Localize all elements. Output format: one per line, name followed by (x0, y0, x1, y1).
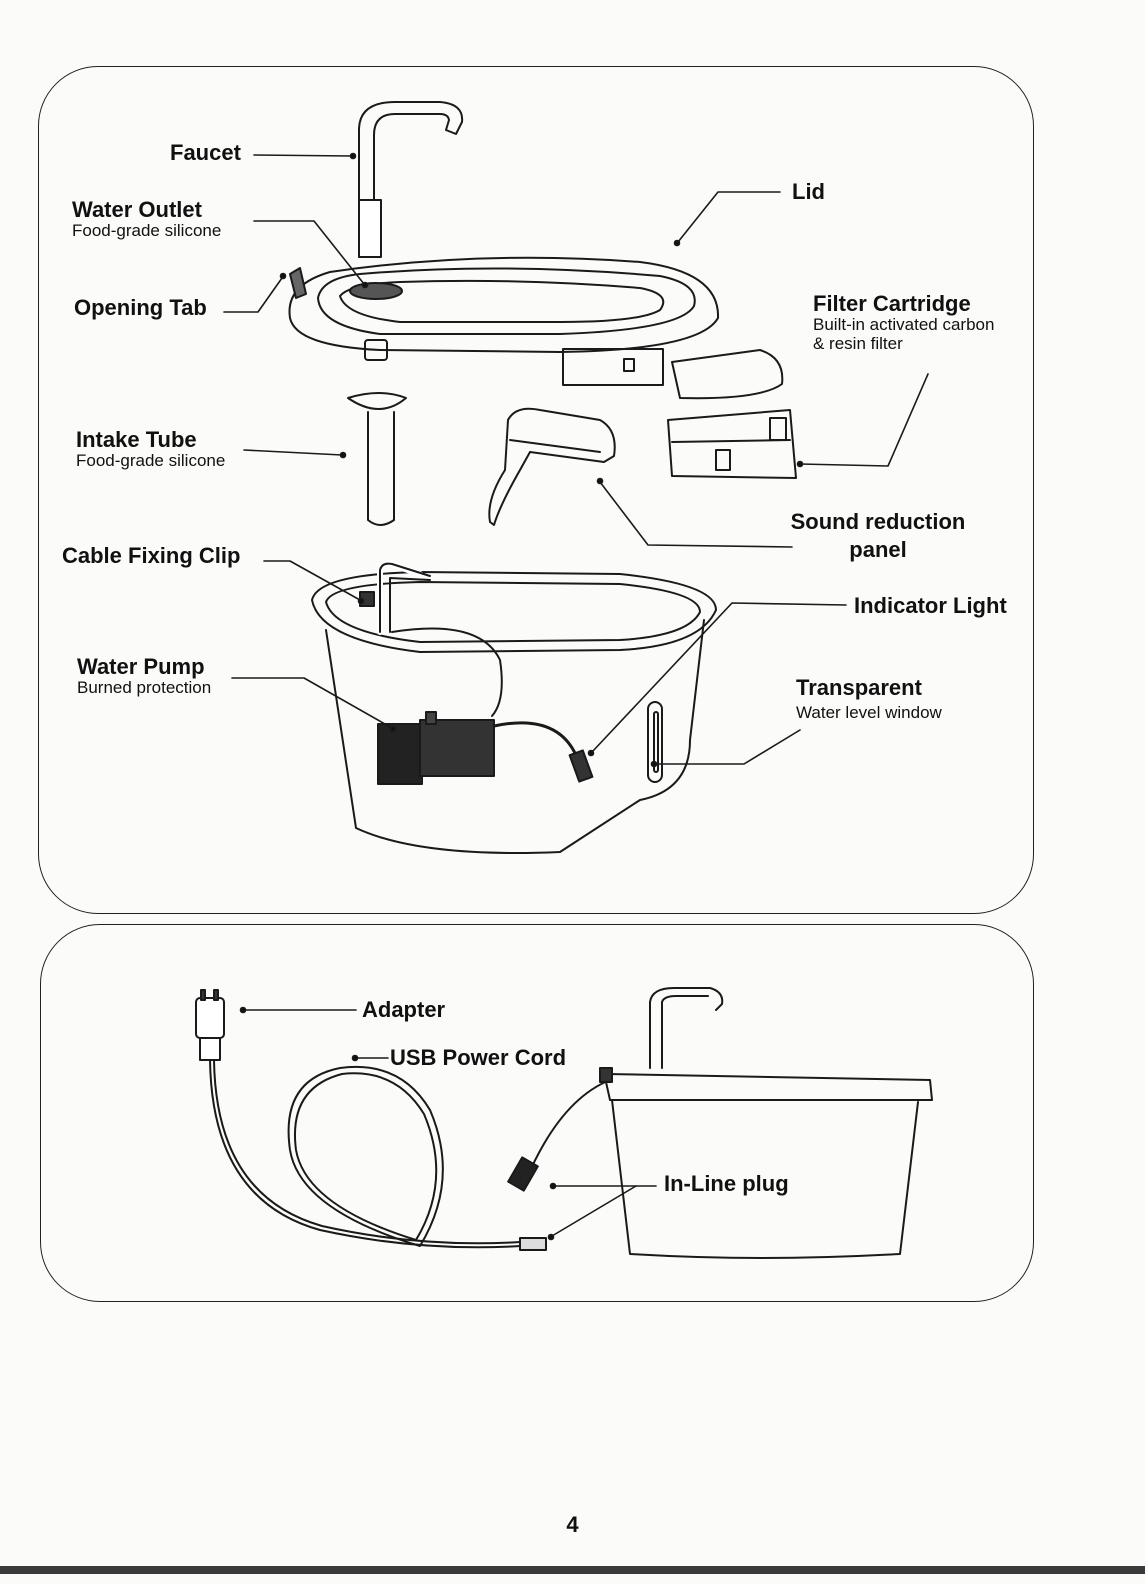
water-outlet-title: Water Outlet (72, 198, 221, 222)
indicator-light-title: Indicator Light (854, 594, 1007, 618)
filter-cartridge-drawing (668, 350, 796, 478)
cable-clip-title: Cable Fixing Clip (62, 544, 240, 568)
inline-plug-title: In-Line plug (664, 1172, 789, 1196)
lid-title: Lid (792, 180, 825, 204)
faucet-drawing (359, 102, 462, 257)
label-sound-panel: Sound reduction panel (778, 510, 978, 562)
water-pump-title: Water Pump (77, 655, 211, 679)
adapter-drawing (196, 990, 224, 1060)
label-usb-cord: USB Power Cord (390, 1046, 566, 1070)
intake-tube-subtitle: Food-grade silicone (76, 452, 225, 471)
page-edge-band (0, 1566, 1145, 1574)
label-filter-cartridge: Filter Cartridge Built-in activated carb… (813, 292, 994, 354)
filter-cartridge-title: Filter Cartridge (813, 292, 994, 316)
page-number: 4 (0, 1512, 1145, 1538)
opening-tab-title: Opening Tab (74, 296, 207, 320)
label-water-pump: Water Pump Burned protection (77, 655, 211, 698)
usb-cord-drawing (210, 1060, 610, 1250)
label-cable-clip: Cable Fixing Clip (62, 544, 240, 568)
sound-panel-drawing (489, 409, 614, 525)
water-outlet-subtitle: Food-grade silicone (72, 222, 221, 241)
filter-cartridge-subtitle-2: & resin filter (813, 335, 994, 354)
usb-cord-title: USB Power Cord (390, 1046, 566, 1070)
label-water-outlet: Water Outlet Food-grade silicone (72, 198, 221, 241)
faucet-title: Faucet (170, 141, 241, 165)
label-lid: Lid (792, 180, 825, 204)
base-bowl-drawing (312, 564, 716, 853)
filter-cartridge-subtitle-1: Built-in activated carbon (813, 316, 994, 335)
label-opening-tab: Opening Tab (74, 296, 207, 320)
label-intake-tube: Intake Tube Food-grade silicone (76, 428, 225, 471)
adapter-title: Adapter (362, 998, 445, 1022)
water-pump-subtitle: Burned protection (77, 679, 211, 698)
water-window-subtitle: Water level window (796, 704, 942, 723)
assembled-fountain-drawing (600, 988, 932, 1258)
intake-tube-title: Intake Tube (76, 428, 225, 452)
intake-tube-drawing (348, 393, 406, 525)
label-inline-plug: In-Line plug (664, 1172, 789, 1196)
water-window-title: Transparent (796, 676, 942, 700)
label-adapter: Adapter (362, 998, 445, 1022)
label-indicator-light: Indicator Light (854, 594, 1007, 618)
lid-drawing (290, 258, 719, 385)
label-faucet: Faucet (170, 141, 241, 165)
sound-panel-title-2: panel (778, 538, 978, 562)
leader-lines-bottom (241, 1008, 657, 1240)
sound-panel-title-1: Sound reduction (778, 510, 978, 534)
label-water-window: Transparent Water level window (796, 676, 942, 723)
